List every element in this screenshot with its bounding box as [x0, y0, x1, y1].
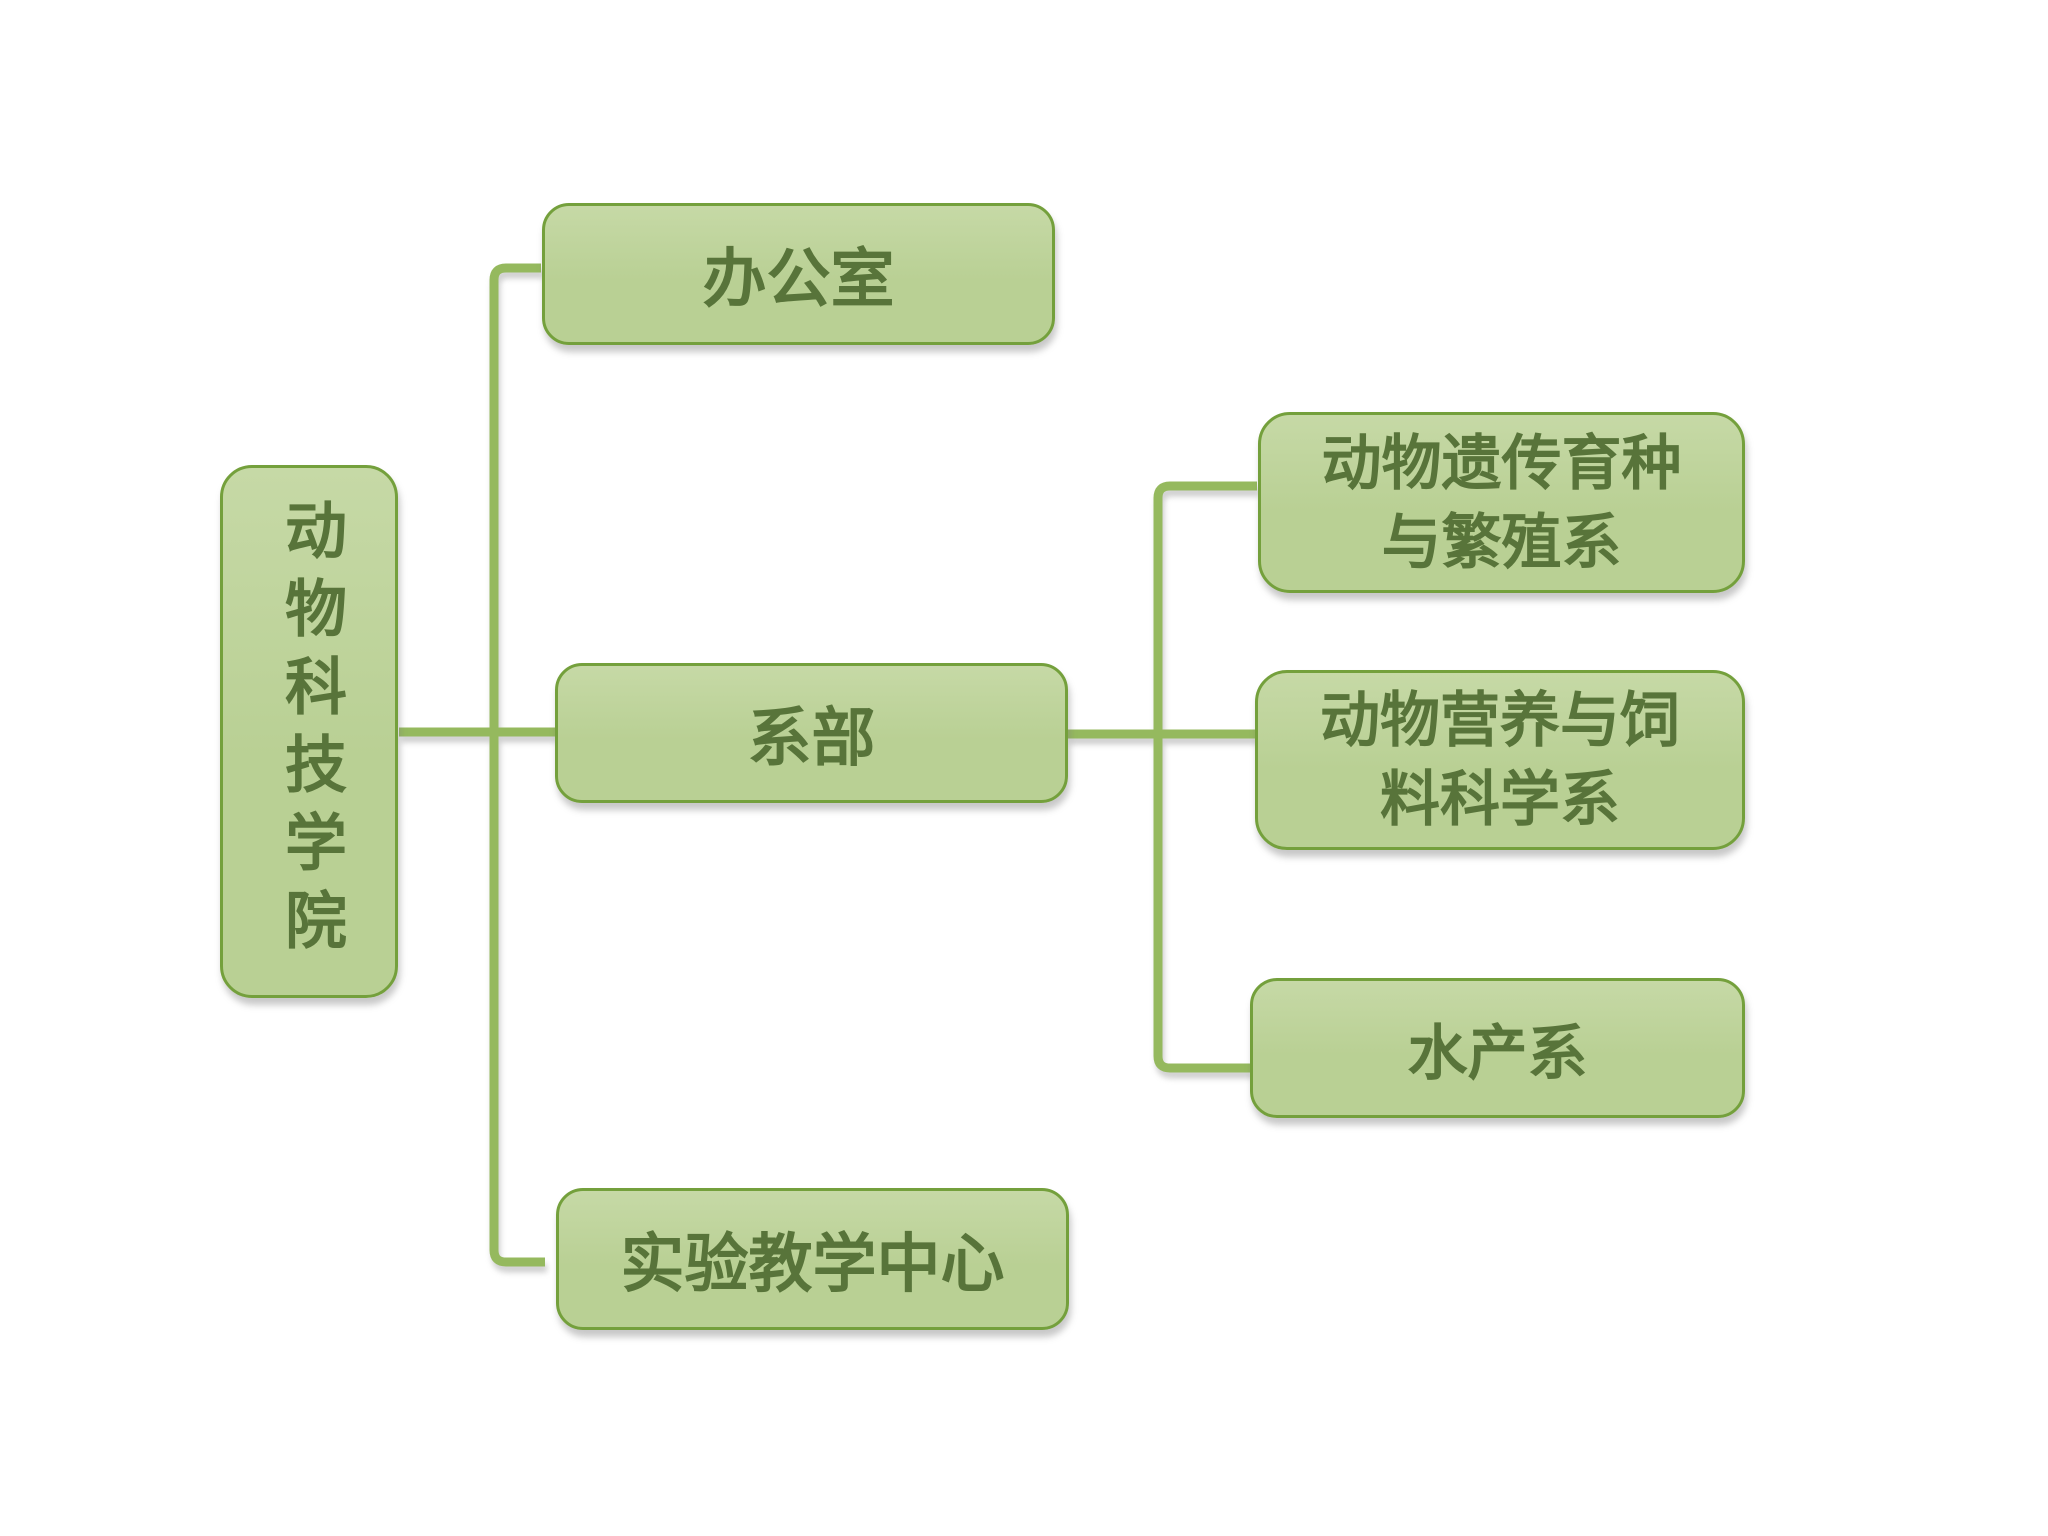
node-departments: 系部	[555, 663, 1068, 803]
connector-right-trunk	[1153, 481, 1257, 1073]
node-genetics-breeding-dept: 动物遗传育种 与繁殖系	[1258, 412, 1745, 593]
node-nutrition-feed-dept-label: 动物营养与饲 料科学系	[1320, 687, 1680, 833]
node-nutrition-feed-dept: 动物营养与饲 料科学系	[1255, 670, 1745, 850]
node-aquaculture-dept-label: 水产系	[1407, 1019, 1588, 1087]
node-aquaculture-dept: 水产系	[1250, 978, 1745, 1118]
node-office-label: 办公室	[702, 243, 895, 315]
node-experimental-teaching-center-label: 实验教学中心	[620, 1228, 1005, 1300]
node-college-root: 动物科技学院	[220, 465, 398, 998]
node-genetics-breeding-dept-label: 动物遗传育种 与繁殖系	[1321, 429, 1682, 576]
node-experimental-teaching-center: 实验教学中心	[556, 1188, 1069, 1330]
node-departments-label: 系部	[747, 702, 876, 774]
node-office: 办公室	[542, 203, 1055, 345]
connector-left-trunk	[489, 263, 545, 1267]
node-college-root-label: 动物科技学院	[275, 497, 344, 966]
